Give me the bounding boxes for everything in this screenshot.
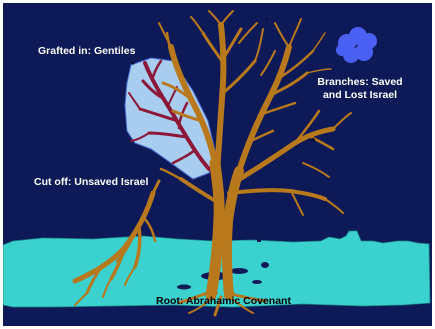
diagram-slide: Grafted in: Gentiles Branches: Saved and… (3, 3, 432, 326)
label-branches-line1: Branches: Saved (308, 76, 412, 89)
label-grafted-gentiles: Grafted in: Gentiles (38, 45, 135, 58)
label-cut-off: Cut off: Unsaved Israel (34, 176, 148, 189)
label-branches: Branches: Saved and Lost Israel (308, 76, 412, 102)
label-root: Root: Abrahamic Covenant (156, 295, 291, 308)
label-branches-line2: and Lost Israel (308, 89, 412, 102)
